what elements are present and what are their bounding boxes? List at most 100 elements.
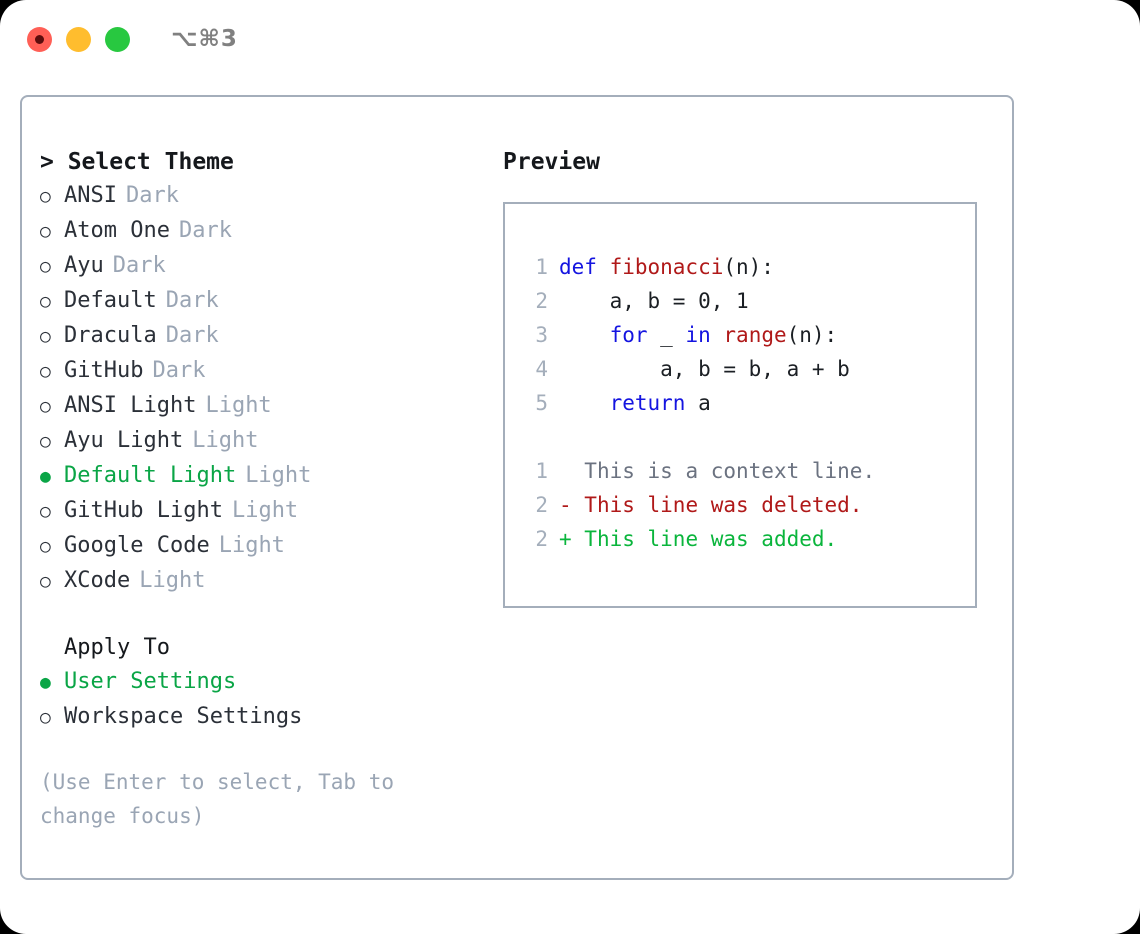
maximize-button-icon[interactable] [105,26,130,52]
diff-sample: 1 This is a context line.2- This line wa… [505,454,975,556]
theme-option-google-code[interactable]: ○ Google Code Light [40,529,470,564]
code-line-content: def fibonacci(n): [559,250,774,284]
code-sample: 1 def fibonacci(n): 2 a, b = 0, 1 3 for _ i… [505,250,975,420]
theme-option-kind: Dark [112,253,166,278]
apply-to-option-user-settings[interactable]: ● User Settings [40,665,470,700]
title-bar: ⌥⌘3 [0,0,1140,78]
theme-option-name: Ayu [64,253,104,278]
apply-to-options: ● User Settings ○ Workspace Settings [40,665,470,735]
code-line: 4 a, b = b, a + b [505,352,975,386]
diff-marker: - [559,493,585,517]
theme-option-kind: Light [139,568,206,593]
code-token-kw: in [685,323,711,347]
radio-unselected-icon: ○ [40,291,51,312]
theme-option-kind: Dark [152,358,206,383]
diff-line-added: 2+ This line was added. [505,522,975,556]
preview-title: Preview [503,149,600,175]
theme-option-dracula[interactable]: ○ Dracula Dark [40,319,470,354]
minimize-button-icon[interactable] [66,26,91,52]
theme-option-name: Dracula [64,323,157,348]
diff-line-number: 2 [535,527,548,551]
code-spacer [505,420,975,454]
theme-option-name: Ayu Light [64,428,184,453]
theme-option-name: ANSI [64,183,117,208]
theme-option-kind: Light [218,533,285,558]
theme-option-kind: Dark [165,323,219,348]
radio-selected-icon: ● [40,466,51,487]
radio-unselected-icon: ○ [40,536,51,557]
theme-option-github[interactable]: ○ GitHub Dark [40,354,470,389]
theme-option-kind: Light [245,463,312,488]
traffic-light-controls [27,26,130,52]
code-token-kw: for [609,323,648,347]
radio-unselected-icon: ○ [40,501,51,522]
theme-option-name: ANSI Light [64,393,197,418]
select-theme-header: > Select Theme [40,149,234,175]
theme-option-name: GitHub Light [64,498,223,523]
apply-to-option-label: Workspace Settings [64,704,303,729]
theme-option-default[interactable]: ○ Default Dark [40,284,470,319]
code-line-content: a, b = b, a + b [559,352,850,386]
code-line-number: 3 [535,323,548,347]
diff-line-deleted: 2- This line was deleted. [505,488,975,522]
code-line-content: a, b = 0, 1 [559,284,749,318]
diff-line-number: 2 [535,493,548,517]
code-token-plain: a, b = 0, 1 [559,289,749,313]
radio-selected-icon: ● [40,672,51,693]
radio-unselected-icon: ○ [40,256,51,277]
code-line-number: 2 [535,289,548,313]
code-token-fn: range [723,323,787,347]
apply-to-option-label: User Settings [64,669,237,694]
diff-marker: + [559,527,585,551]
apply-to-option-workspace-settings[interactable]: ○ Workspace Settings [40,700,470,735]
code-token-kw: return [609,391,686,415]
code-token-plain [559,323,610,347]
theme-option-ayu[interactable]: ○ Ayu Dark [40,249,470,284]
theme-option-name: Default [64,288,157,313]
diff-marker [559,454,584,488]
code-token-plain: a, b = b, a + b [559,357,850,381]
code-token-plain [711,323,724,347]
code-line: 1 def fibonacci(n): [505,250,975,284]
code-token-plain: (n): [723,255,774,279]
code-line-content: for _ in range(n): [559,318,838,352]
theme-option-kind: Dark [178,218,232,243]
radio-unselected-icon: ○ [40,221,51,242]
theme-option-github-light[interactable]: ○ GitHub Light Light [40,494,470,529]
code-line-number: 4 [535,357,548,381]
code-token-plain [559,391,610,415]
theme-option-default-light[interactable]: ● Default Light Light [40,459,470,494]
close-button-icon[interactable] [27,26,52,52]
apply-to-section: Apply To ●User Settings○Workspace Settin… [40,631,470,735]
radio-unselected-icon: ○ [40,326,51,347]
theme-option-name: Atom One [64,218,170,243]
theme-option-name: Default Light [64,463,237,488]
window-title: ⌥⌘3 [171,26,238,52]
diff-line-context: 1 This is a context line. [505,454,975,488]
code-line-number: 5 [535,391,548,415]
code-token-plain: _ [647,323,686,347]
code-token-plain: (n): [786,323,838,347]
theme-option-atom-one[interactable]: ○ Atom One Dark [40,214,470,249]
theme-option-name: Google Code [64,533,210,558]
theme-option-kind: Light [205,393,272,418]
theme-option-kind: Light [231,498,299,523]
radio-unselected-icon: ○ [40,431,51,452]
theme-option-name: GitHub [64,358,144,383]
code-line-content: return a [559,386,711,420]
keyboard-hint-text: (Use Enter to select, Tab to change focu… [40,770,395,828]
code-line: 5 return a [505,386,975,420]
radio-unselected-icon: ○ [40,571,51,592]
code-line-number: 1 [535,255,548,279]
code-token-plain: a [685,391,711,415]
radio-unselected-icon: ○ [40,707,51,728]
theme-option-kind: Dark [165,288,219,313]
radio-unselected-icon: ○ [40,361,51,382]
code-line: 3 for _ in range(n): [505,318,975,352]
